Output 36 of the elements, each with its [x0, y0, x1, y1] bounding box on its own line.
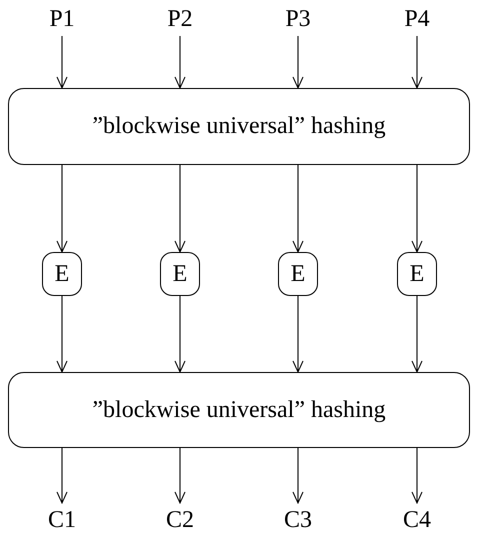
signal-label: P1 [49, 6, 75, 32]
encryption-box [278, 252, 318, 296]
arrow [292, 448, 304, 504]
arrow [174, 448, 186, 504]
box-label: E [54, 260, 70, 288]
arrow [292, 36, 304, 88]
arrow [56, 36, 68, 88]
encryption-box [397, 252, 437, 296]
arrow [174, 296, 186, 372]
signal-label: P3 [285, 6, 311, 32]
arrow [56, 448, 68, 504]
arrow [174, 36, 186, 88]
signal-label: P4 [404, 6, 430, 32]
arrow [56, 296, 68, 372]
process-box [8, 372, 470, 448]
signal-label: C2 [166, 506, 194, 534]
arrow [412, 448, 422, 504]
process-box [8, 88, 470, 165]
arrow [412, 36, 422, 88]
box-label: E [410, 260, 424, 288]
encryption-box [160, 252, 200, 296]
box-label: E [290, 260, 306, 288]
signal-label: C1 [48, 506, 76, 534]
encryption-box [42, 252, 82, 296]
arrow [412, 164, 422, 252]
signal-label: C3 [284, 506, 312, 534]
signal-label: C4 [402, 506, 431, 534]
signal-label: P2 [167, 6, 193, 32]
box-label: E [172, 260, 188, 288]
arrow [174, 164, 186, 252]
box-label: ”blockwise universal” hashing [92, 396, 386, 424]
arrow [412, 296, 422, 372]
arrow [292, 164, 304, 252]
box-label: ”blockwise universal” hashing [92, 113, 386, 140]
arrow [56, 164, 68, 252]
arrow [292, 296, 304, 372]
